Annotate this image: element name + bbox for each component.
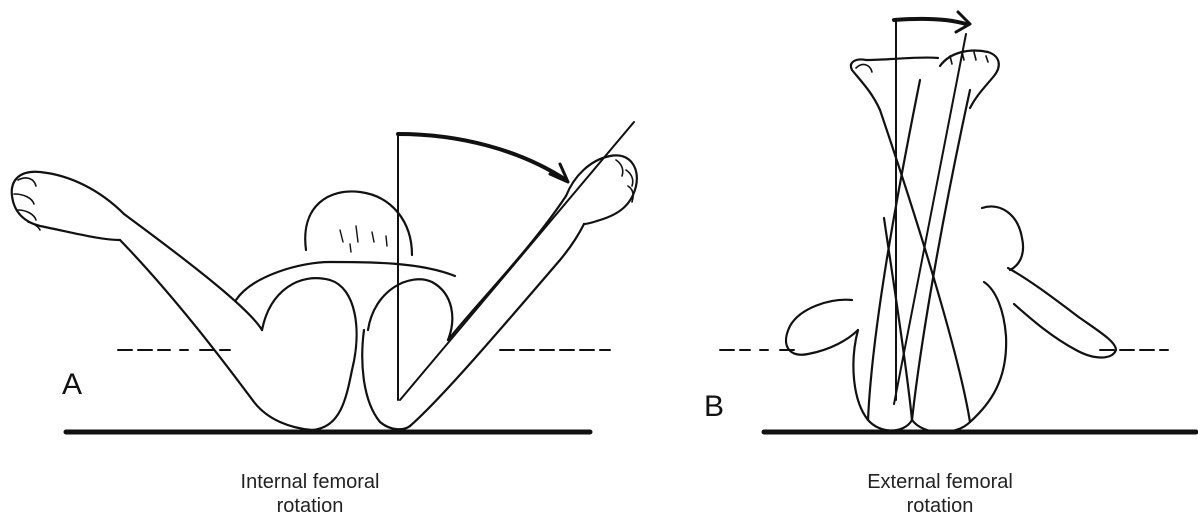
panel-a-head [305,191,412,255]
panel-a-caption-line1: Internal femoral [180,470,440,494]
panel-a-rotation-arc [398,134,566,180]
panel-b-head [982,206,1023,270]
panel-a-right-knee [368,279,452,340]
panel-b-letter: B [704,392,724,422]
panel-b-right-foot [940,51,999,108]
panel-b-right-thigh [1008,268,1116,358]
panel-a-left-knee [262,278,357,430]
panel-b-drawing [720,12,1196,432]
panel-a-letter: A [62,370,82,400]
panel-a-drawing [12,122,637,432]
panel-a-left-foot [12,172,124,240]
panel-a-right-leg [410,224,584,426]
panel-a-torso [236,262,455,300]
panel-b-right-knee [912,282,1006,432]
panel-a-caption: Internal femoral rotation [180,470,440,518]
panel-a-left-leg [120,240,312,430]
panel-b-caption-line2: rotation [810,494,1070,518]
panel-a-angle-line [400,122,634,400]
panel-b-left-thigh [786,300,858,355]
panel-b-left-shank [868,80,920,420]
panel-b-angle-line [894,34,966,404]
panel-b-left-foot [851,57,938,110]
panel-b-caption: External femoral rotation [810,470,1070,518]
panel-b-caption-line1: External femoral [810,470,1070,494]
panel-b-rotation-arc [894,19,966,24]
panel-a-caption-line2: rotation [180,494,440,518]
